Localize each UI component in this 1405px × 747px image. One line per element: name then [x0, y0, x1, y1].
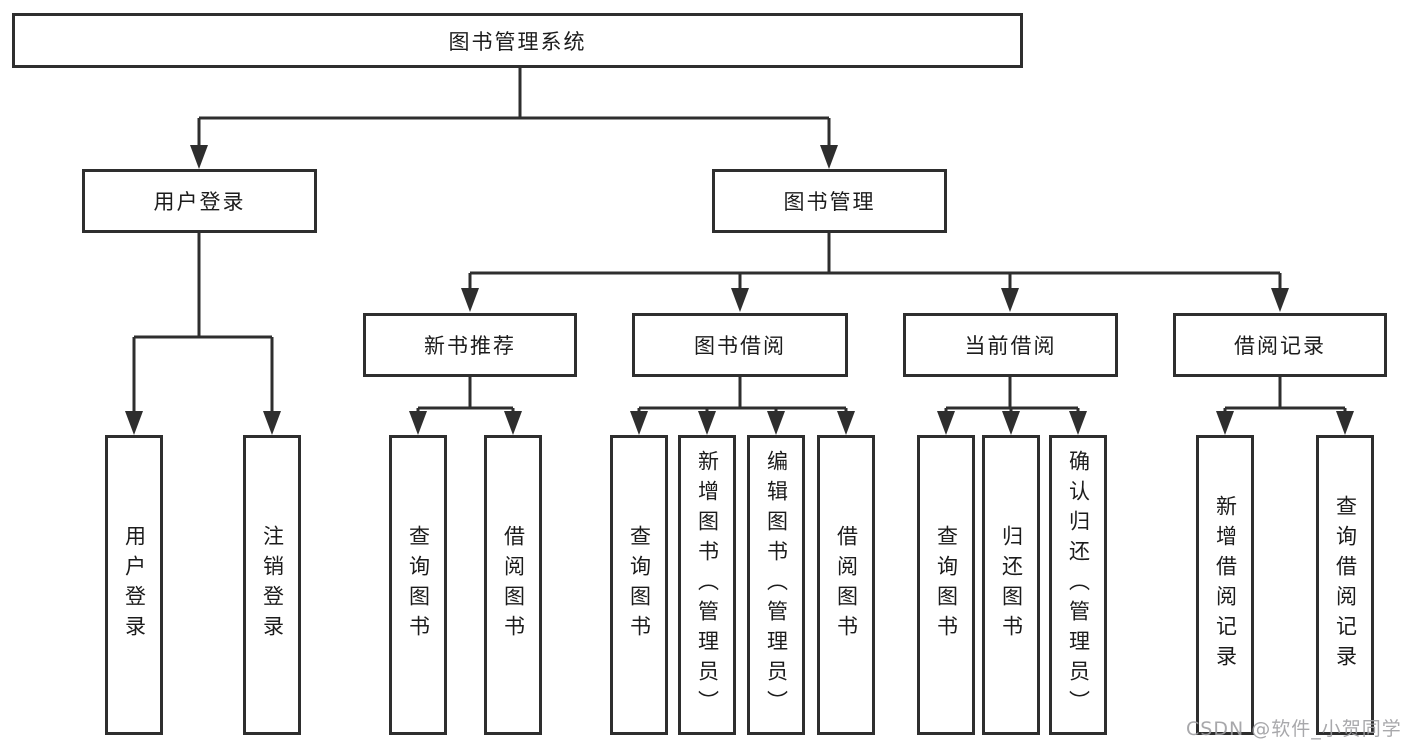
leaf-borrow-books-recommend: 借阅图书	[484, 435, 542, 735]
leaf-confirm-return-admin: 确认归还（管理员）	[1049, 435, 1107, 735]
leaf-add-book-admin: 新增图书（管理员）	[678, 435, 736, 735]
node-book-management-module: 图书管理	[712, 169, 947, 233]
leaf-logout: 注销登录	[243, 435, 301, 735]
node-library-management-system: 图书管理系统	[12, 13, 1023, 68]
node-borrowing-records: 借阅记录	[1173, 313, 1387, 377]
csdn-watermark: CSDN @软件_小贺同学	[1186, 718, 1402, 740]
node-user-login-module: 用户登录	[82, 169, 317, 233]
node-book-borrowing: 图书借阅	[632, 313, 848, 377]
leaf-query-books-borrowing: 查询图书	[610, 435, 668, 735]
leaf-query-books-recommend: 查询图书	[389, 435, 447, 735]
leaf-add-borrow-record: 新增借阅记录	[1196, 435, 1254, 735]
arrowhead-icons	[125, 145, 1354, 435]
tree-edges	[132, 68, 1347, 413]
leaf-edit-book-admin: 编辑图书（管理员）	[747, 435, 805, 735]
leaf-return-books: 归还图书	[982, 435, 1040, 735]
leaf-query-books-current: 查询图书	[917, 435, 975, 735]
leaf-borrow-books: 借阅图书	[817, 435, 875, 735]
node-new-book-recommend: 新书推荐	[363, 313, 577, 377]
leaf-query-borrow-record: 查询借阅记录	[1316, 435, 1374, 735]
node-current-borrowing: 当前借阅	[903, 313, 1118, 377]
leaf-user-login: 用户登录	[105, 435, 163, 735]
